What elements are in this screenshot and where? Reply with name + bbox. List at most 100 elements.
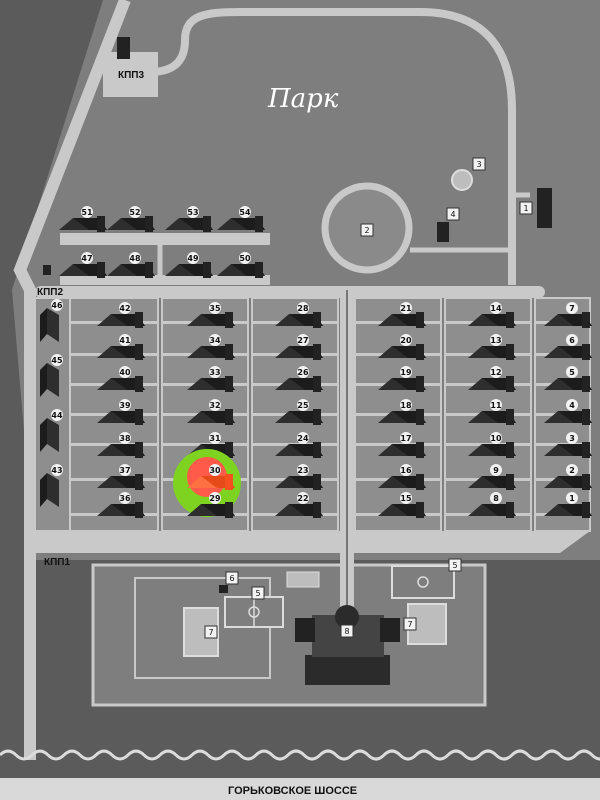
house-number: 26 [297, 368, 309, 377]
house-5[interactable]: 5 [544, 366, 592, 392]
park-label: Парк [267, 84, 339, 114]
house-41[interactable]: 41 [97, 334, 145, 360]
house-8[interactable]: 8 [468, 492, 516, 518]
house-33[interactable]: 33 [187, 366, 235, 392]
facility-number: 4 [450, 210, 455, 219]
house-4[interactable]: 4 [544, 399, 592, 425]
facility-2-marker[interactable]: 2 [360, 223, 374, 237]
sports-field-right-center [417, 576, 429, 588]
house-annex [225, 376, 233, 392]
facility-6-marker[interactable]: 6 [225, 571, 239, 585]
north-road-1 [60, 233, 270, 245]
house-10[interactable]: 10 [468, 432, 516, 458]
house-number-badge [297, 334, 309, 346]
house-1[interactable]: 1 [544, 492, 592, 518]
kpp3-label: КПП3 [118, 70, 144, 81]
house-number-badge [566, 492, 578, 504]
house-50[interactable]: 50 [217, 252, 265, 278]
house-49[interactable]: 49 [165, 252, 213, 278]
kpp2-label: КПП2 [37, 287, 63, 298]
house-24[interactable]: 24 [275, 432, 323, 458]
facility-badge [225, 571, 239, 585]
house-number: 39 [119, 401, 131, 410]
house-54[interactable]: 54 [217, 206, 265, 232]
house-29[interactable]: 29 [187, 492, 235, 518]
house-number: 9 [493, 466, 499, 475]
house-30[interactable]: 30 [173, 449, 241, 517]
house-16[interactable]: 16 [378, 464, 426, 490]
house-37[interactable]: 37 [97, 464, 145, 490]
facility-7-marker[interactable]: 7 [403, 617, 417, 631]
facility-4-marker[interactable]: 4 [446, 207, 460, 221]
house-2[interactable]: 2 [544, 464, 592, 490]
house-19[interactable]: 19 [378, 366, 426, 392]
house-number: 36 [119, 494, 131, 503]
house-46[interactable]: 46 [40, 299, 63, 342]
house-42[interactable]: 42 [97, 302, 145, 328]
house-number-badge [119, 464, 131, 476]
house-15[interactable]: 15 [378, 492, 426, 518]
facility-7-marker[interactable]: 7 [204, 625, 218, 639]
house-number: 3 [569, 434, 575, 443]
house-47[interactable]: 47 [59, 252, 107, 278]
facility-5-marker[interactable]: 5 [448, 558, 462, 572]
facility-1-marker[interactable]: 1 [519, 201, 533, 215]
house-annex [313, 376, 321, 392]
house-number: 33 [209, 368, 220, 377]
house-number: 46 [51, 301, 63, 310]
house-35[interactable]: 35 [187, 302, 235, 328]
house-40[interactable]: 40 [97, 366, 145, 392]
house-53[interactable]: 53 [165, 206, 213, 232]
house-number-badge [566, 432, 578, 444]
house-43[interactable]: 43 [40, 464, 63, 507]
house-18[interactable]: 18 [378, 399, 426, 425]
house-annex [582, 474, 590, 490]
house-13[interactable]: 13 [468, 334, 516, 360]
house-roof [47, 308, 59, 342]
house-number-badge [297, 432, 309, 444]
house-17[interactable]: 17 [378, 432, 426, 458]
house-23[interactable]: 23 [275, 464, 323, 490]
house-12[interactable]: 12 [468, 366, 516, 392]
house-14[interactable]: 14 [468, 302, 516, 328]
house-22[interactable]: 22 [275, 492, 323, 518]
house-27[interactable]: 27 [275, 334, 323, 360]
house-51[interactable]: 51 [59, 206, 107, 232]
facility-8-marker[interactable]: 8 [340, 624, 354, 638]
house-26[interactable]: 26 [275, 366, 323, 392]
house-52[interactable]: 52 [107, 206, 155, 232]
house-44[interactable]: 44 [40, 409, 63, 452]
house-45[interactable]: 45 [40, 354, 63, 397]
house-annex [135, 502, 143, 518]
house-annex [135, 442, 143, 458]
facility-badge [519, 201, 533, 215]
house-32[interactable]: 32 [187, 399, 235, 425]
house-number: 16 [400, 466, 412, 475]
house-7[interactable]: 7 [544, 302, 592, 328]
facility-number: 5 [452, 561, 457, 570]
house-28[interactable]: 28 [275, 302, 323, 328]
house-38[interactable]: 38 [97, 432, 145, 458]
house-number-badge [119, 399, 131, 411]
house-9[interactable]: 9 [468, 464, 516, 490]
house-number: 11 [490, 401, 502, 410]
house-36[interactable]: 36 [97, 492, 145, 518]
house-annex [203, 262, 211, 278]
house-48[interactable]: 48 [107, 252, 155, 278]
house-21[interactable]: 21 [378, 302, 426, 328]
facility-5-marker[interactable]: 5 [251, 586, 265, 600]
house-annex [506, 376, 514, 392]
house-annex [582, 502, 590, 518]
house-number-badge [119, 366, 131, 378]
house-11[interactable]: 11 [468, 399, 516, 425]
facility-3-marker[interactable]: 3 [472, 157, 486, 171]
house-3[interactable]: 3 [544, 432, 592, 458]
house-annex [416, 376, 424, 392]
house-annex [416, 409, 424, 425]
house-25[interactable]: 25 [275, 399, 323, 425]
house-34[interactable]: 34 [187, 334, 235, 360]
house-39[interactable]: 39 [97, 399, 145, 425]
facility-number: 1 [523, 204, 528, 213]
house-20[interactable]: 20 [378, 334, 426, 360]
house-6[interactable]: 6 [544, 334, 592, 360]
